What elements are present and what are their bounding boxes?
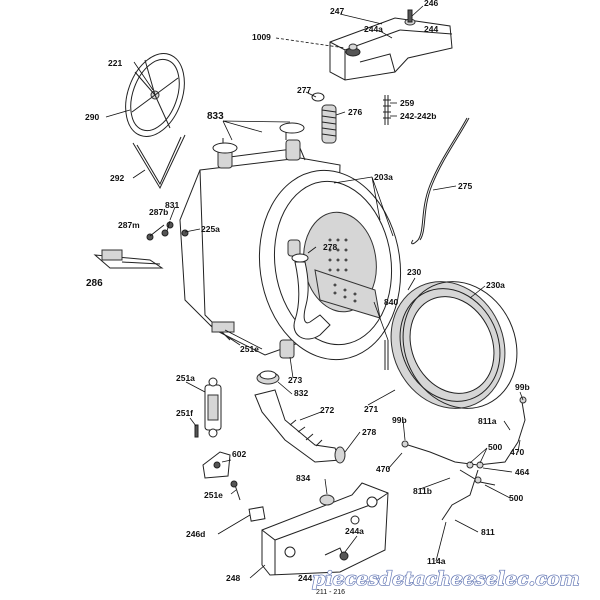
- label-811a: 811a: [478, 416, 497, 426]
- label-811: 811: [481, 527, 495, 537]
- label-832: 832: [294, 388, 308, 398]
- label-221: 221: [108, 58, 122, 68]
- label-275: 275: [458, 181, 472, 191]
- pin-251f: [194, 424, 199, 438]
- label-834: 834: [296, 473, 310, 483]
- drum-perforations: [328, 238, 348, 272]
- support-foot: [202, 451, 231, 479]
- label-99b-mid: 99b: [392, 415, 407, 425]
- label-251e-top: 251e: [240, 344, 259, 354]
- label-244a-top: 244a: [364, 24, 383, 34]
- label-831: 831: [165, 200, 179, 210]
- label-251a: 251a: [176, 373, 195, 383]
- drain-pump-cap: [256, 370, 280, 385]
- label-500-bot: 500: [509, 493, 523, 503]
- label-290: 290: [85, 112, 99, 122]
- screw-251e: [230, 480, 241, 501]
- tub-spring-259: [383, 95, 391, 125]
- label-244a-bot: 244a: [345, 526, 364, 536]
- tub-spring-276: [311, 92, 337, 144]
- label-840: 840: [384, 297, 398, 307]
- label-251e-bot: 251e: [204, 490, 223, 500]
- part-labels: 247 246 244a 244 1009 221 290 292 833 27…: [85, 0, 530, 596]
- label-251f: 251f: [176, 408, 193, 418]
- label-272: 272: [320, 405, 334, 415]
- gasket-spring-840: [384, 340, 389, 370]
- label-114a: 114a: [427, 556, 446, 566]
- label-225a: 225a: [201, 224, 220, 234]
- tub-top-cover: [329, 9, 453, 81]
- label-470-right: 470: [510, 447, 524, 457]
- label-292: 292: [110, 173, 124, 183]
- leader-lines: [105, 5, 524, 579]
- label-244-top: 244: [424, 24, 438, 34]
- label-203a: 203a: [374, 172, 393, 182]
- drive-belt: [132, 134, 186, 190]
- label-500-top: 500: [488, 442, 502, 452]
- counterweight: [261, 482, 389, 576]
- label-602: 602: [232, 449, 246, 459]
- label-273: 273: [288, 375, 302, 385]
- label-246d: 246d: [186, 529, 205, 539]
- water-pipe-assembly: [401, 396, 527, 521]
- label-286: 286: [86, 278, 103, 289]
- label-211-216: 211 - 216: [316, 589, 345, 596]
- mounting-screws: [146, 221, 189, 241]
- washer-834: [319, 494, 335, 506]
- label-464: 464: [515, 467, 529, 477]
- shock-absorber: [204, 377, 222, 438]
- label-470-mid: 470: [376, 464, 390, 474]
- label-276: 276: [348, 107, 362, 117]
- label-244-bot: 244: [298, 573, 312, 583]
- label-1009: 1009: [252, 32, 271, 42]
- drain-hose: [254, 389, 346, 464]
- label-287b: 287b: [149, 207, 168, 217]
- bracket-246d: [248, 506, 266, 522]
- door-gasket: [390, 281, 506, 409]
- gasket-clamp-ring: [402, 281, 518, 409]
- label-287m: 287m: [118, 220, 140, 230]
- label-247: 247: [330, 6, 344, 16]
- label-278-hose: 278: [362, 427, 376, 437]
- pressure-hose: [411, 117, 470, 245]
- label-271: 271: [364, 404, 378, 414]
- label-833: 833: [207, 111, 224, 122]
- label-242-242b: 242-242b: [400, 111, 436, 121]
- label-277: 277: [297, 85, 311, 95]
- label-278-drum: 278: [323, 242, 337, 252]
- label-230a: 230a: [486, 280, 505, 290]
- label-230: 230: [407, 267, 421, 277]
- label-99b-right: 99b: [515, 382, 530, 392]
- label-248: 248: [226, 573, 240, 583]
- label-811b: 811b: [413, 486, 432, 496]
- drum-pulley: [125, 53, 185, 137]
- watermark: piecesdetacheeselec.com: [312, 568, 580, 590]
- sump-hose: [291, 253, 331, 340]
- label-246: 246: [424, 0, 438, 8]
- heating-element: [93, 249, 164, 269]
- label-259: 259: [400, 98, 414, 108]
